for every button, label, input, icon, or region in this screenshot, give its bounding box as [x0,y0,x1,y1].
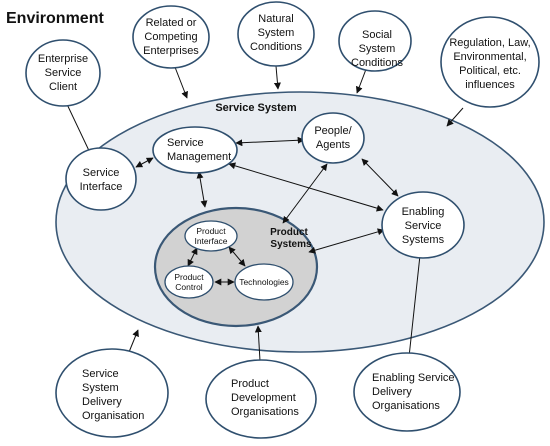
natural-system-conditions-line-3: Conditions [250,41,302,53]
enterprise-service-client-line-1: Enterprise [38,53,88,65]
enabling-service-systems-line-3: Systems [402,234,445,246]
arrow-agents-product [282,163,328,224]
regulation-line-4: influences [465,79,515,91]
related-competing-line-1: Related or [146,17,197,29]
social-system-conditions-line-3: Conditions [351,57,403,69]
enabling-service-systems-line-1: Enabling [402,206,445,218]
product-systems-label-2: Systems [270,239,312,250]
arrow-enabling-delivery-to-enabling [408,245,424,358]
arrow-regulation-to-system [446,107,464,127]
service-system-boundary [55,91,545,353]
regulation-line-2: Environmental, [453,51,526,63]
product-control-node: Product Control [164,265,214,299]
enabling-service-delivery-line-2: Delivery [372,386,412,398]
natural-system-conditions-line-2: System [258,27,295,39]
product-development-line-2: Development [231,392,296,404]
service-interface-line-2: Interface [80,181,123,193]
service-interface-node: Service Interface [65,147,137,211]
arrow-pinterface-pcontrol [187,247,198,267]
product-systems-label-1: Product [270,227,308,238]
product-interface-node: Product Interface [184,220,238,252]
product-control-line-2: Control [175,282,203,292]
service-management-node: Service Management [152,126,238,174]
social-system-conditions-line-2: System [359,43,396,55]
related-competing-line-2: Competing [144,31,197,43]
arrow-client-to-interface [64,99,93,158]
enterprise-service-client-line-3: Client [49,81,77,93]
social-system-conditions-line-1: Social [362,29,392,41]
people-agents-node: People/ Agents [301,112,365,164]
enterprise-service-client-line-2: Service [45,67,82,79]
arrow-agents-enabling [361,158,399,197]
regulation-line-3: Political, etc. [459,65,521,77]
product-control-line-1: Product [174,272,204,282]
connector-arrows [64,61,464,362]
enabling-service-systems-node: Enabling Service Systems [381,191,465,259]
service-system-label: Service System [215,102,297,114]
product-development-line-3: Organisations [231,406,299,418]
people-agents-line-1: People/ [314,125,352,137]
technologies-label: Technologies [239,277,289,287]
arrow-interface-management [135,157,154,168]
arrow-management-product [196,171,208,208]
service-system-delivery-line-4: Organisation [82,410,144,422]
service-system-delivery-line-1: Service [82,368,119,380]
service-system-delivery-node: Service System Delivery Organisation [55,348,169,438]
arrow-development-to-product [254,325,262,362]
regulation-line-1: Regulation, Law, [449,37,530,49]
service-interface-line-1: Service [83,167,120,179]
enabling-service-systems-line-2: Service [405,220,442,232]
arrow-product-enabling [308,228,385,254]
enterprise-service-client-node: Enterprise Service Client [25,39,101,107]
people-agents-line-2: Agents [316,139,351,151]
enabling-service-delivery-line-3: Organisations [372,400,440,412]
product-interface-line-2: Interface [194,236,227,246]
natural-system-conditions-line-1: Natural [258,13,293,25]
service-management-line-2: Management [167,151,231,163]
technologies-node: Technologies [234,263,294,301]
related-competing-node: Related or Competing Enterprises [132,5,210,69]
service-management-line-1: Service [167,137,204,149]
environment-title: Environment [6,10,104,27]
arrow-pinterface-technologies [228,246,246,267]
service-system-delivery-line-2: System [82,382,119,394]
related-competing-line-3: Enterprises [143,45,199,57]
enabling-service-delivery-node: Enabling Service Delivery Organisations [353,352,461,432]
product-development-node: Product Development Organisations [205,359,317,439]
natural-system-conditions-node: Natural System Conditions [237,1,315,67]
enabling-service-delivery-line-1: Enabling Service [372,372,455,384]
arrow-management-agents [235,136,305,147]
arrow-natural-to-system [273,65,281,90]
product-interface-line-1: Product [196,226,226,236]
regulation-influences-node: Regulation, Law, Environmental, Politica… [440,16,540,108]
social-system-conditions-node: Social System Conditions [338,10,412,72]
service-system-delivery-line-3: Delivery [82,396,122,408]
product-development-line-1: Product [231,378,269,390]
